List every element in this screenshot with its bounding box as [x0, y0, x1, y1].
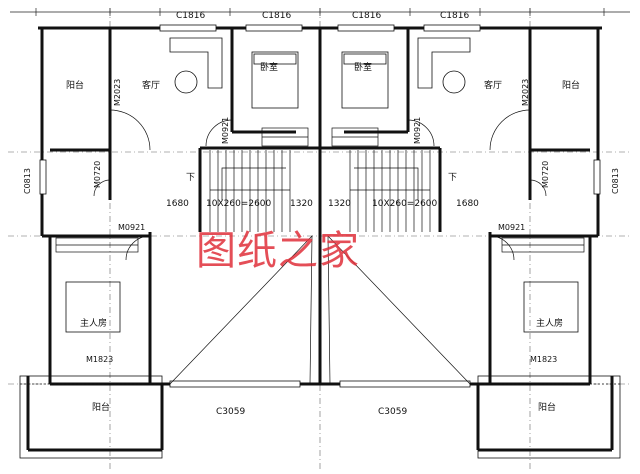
stairs-left	[209, 150, 291, 232]
window-label-bottom-left: C3059	[216, 407, 245, 417]
room-master-right: 主人房	[536, 317, 563, 329]
dim-1320-left: 1320	[290, 199, 313, 209]
dim-1680-left: 1680	[166, 199, 189, 209]
window-label-top-4: C1816	[440, 11, 469, 21]
room-living-left: 客厅	[142, 79, 160, 91]
door-swings	[93, 109, 547, 261]
dim-1320-right: 1320	[328, 199, 351, 209]
room-balcony-bottom-right: 阳台	[538, 401, 556, 413]
window-label-bottom-right: C3059	[378, 407, 407, 417]
window-marks	[39, 24, 601, 388]
dim-run-right: 10X260=2600	[372, 199, 438, 209]
furniture	[65, 37, 579, 333]
stairs-right	[349, 150, 431, 232]
door-label-master-left: M0921	[118, 223, 145, 232]
door-label-master-right: M0921	[498, 223, 525, 232]
balcony-rails	[19, 375, 621, 459]
closets	[55, 127, 585, 253]
door-label-toilet-right: M0720	[541, 161, 550, 188]
door-label-living-left: M2023	[113, 79, 122, 106]
room-balcony-bottom-left: 阳台	[92, 401, 110, 413]
room-balcony-top-left: 阳台	[66, 79, 84, 91]
window-label-top-3: C1816	[352, 11, 381, 21]
window-label-side-right: C0813	[611, 168, 620, 194]
watermark-text: 图纸之家	[196, 228, 360, 274]
door-label-bed-left: M0921	[221, 117, 230, 144]
door-label-bed-right: M0921	[413, 117, 422, 144]
window-label-side-left: C0813	[23, 168, 32, 194]
entry-lines	[169, 235, 471, 385]
door-label-living-right: M2023	[521, 79, 530, 106]
dimension-ticks	[10, 8, 630, 16]
door-label-master-bath-left: M1823	[86, 355, 113, 364]
room-bedroom-left: 卧室	[260, 61, 278, 73]
window-label-top-2: C1816	[262, 11, 291, 21]
room-master-left: 主人房	[80, 317, 107, 329]
stair-down-left: 下	[186, 173, 195, 183]
window-label-top-1: C1816	[176, 11, 205, 21]
room-balcony-top-right: 阳台	[562, 79, 580, 91]
dim-run-left: 10X260=2600	[206, 199, 272, 209]
door-label-master-bath-right: M1823	[530, 355, 557, 364]
stair-down-right: 下	[448, 173, 457, 183]
door-label-toilet-left: M0720	[93, 161, 102, 188]
room-bedroom-right: 卧室	[354, 61, 372, 73]
room-living-right: 客厅	[484, 79, 502, 91]
dim-1680-right: 1680	[456, 199, 479, 209]
